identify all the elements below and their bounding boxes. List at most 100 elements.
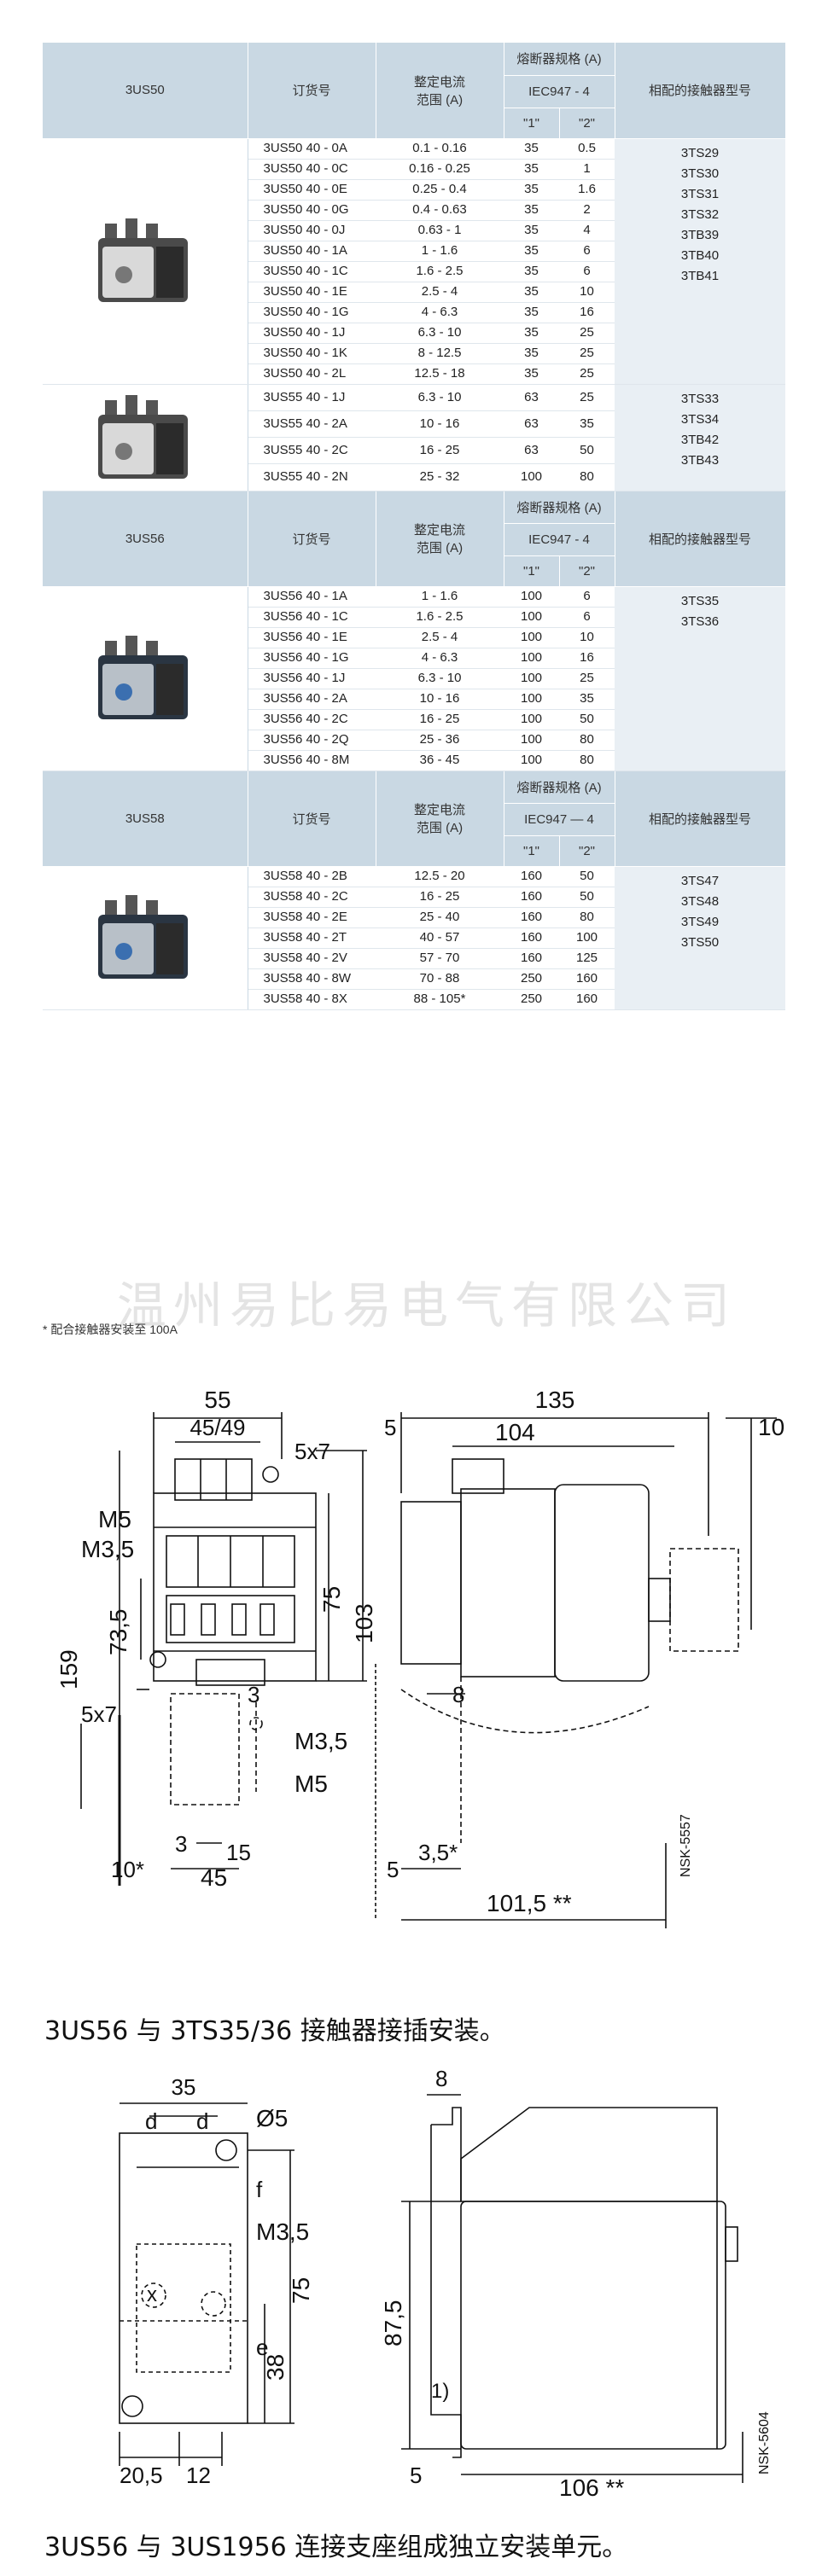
contactor-model: 3TS31 bbox=[680, 186, 720, 201]
current-range-cell: 10 - 16 bbox=[376, 410, 504, 439]
current-range-cell: 25 - 36 bbox=[376, 730, 504, 751]
order-no-cell: 3US55 40 - 2A bbox=[248, 410, 376, 439]
series-name: 3US50 bbox=[43, 43, 248, 139]
fuse-2-cell: 6 bbox=[559, 240, 615, 262]
order-no-cell: 3US58 40 - 2V bbox=[248, 948, 376, 969]
dim-75: 75 bbox=[288, 2277, 314, 2304]
current-range-cell: 88 - 105* bbox=[376, 989, 504, 1010]
dim-dia-5: Ø5 bbox=[256, 2105, 288, 2131]
order-no-cell: 3US56 40 - 1E bbox=[248, 627, 376, 648]
order-no-cell: 3US50 40 - 0G bbox=[248, 200, 376, 221]
current-range-cell: 16 - 25 bbox=[376, 887, 504, 908]
order-no-cell: 3US50 40 - 2L bbox=[248, 363, 376, 385]
current-range-cell: 0.16 - 0.25 bbox=[376, 159, 504, 180]
fuse-2-cell: 10 bbox=[559, 282, 615, 303]
order-no-cell: 3US56 40 - 2C bbox=[248, 709, 376, 730]
dim-d-left: d bbox=[145, 2108, 157, 2134]
contactor-model: 3TS30 bbox=[680, 166, 720, 181]
current-range-cell: 2.5 - 4 bbox=[376, 627, 504, 648]
contactor-model: 3TS49 bbox=[680, 914, 720, 929]
order-no-cell: 3US50 40 - 1G bbox=[248, 302, 376, 323]
contactor-model: 3TB41 bbox=[680, 268, 720, 283]
order-no-header: 订货号 bbox=[248, 770, 376, 867]
contactor-model: 3TS32 bbox=[680, 206, 720, 222]
fuse-1-cell: 35 bbox=[504, 159, 559, 180]
contactor-model: 3TB39 bbox=[680, 227, 720, 242]
order-no-header: 订货号 bbox=[248, 491, 376, 587]
label-m3-5: M3,5 bbox=[81, 1536, 134, 1562]
contactor-model: 3TS35 bbox=[680, 593, 720, 608]
fuse-1-cell: 35 bbox=[504, 179, 559, 201]
dim-35: 35 bbox=[172, 2074, 196, 2100]
contactor-model: 3TB43 bbox=[680, 452, 720, 468]
caption-1: 3US56 与 3TS35/36 接触器接插安装。 bbox=[44, 2016, 505, 2046]
fuse-col-1-header: "1" bbox=[504, 835, 560, 867]
order-no-cell: 3US56 40 - 1A bbox=[248, 586, 376, 608]
order-no-cell: 3US50 40 - 0E bbox=[248, 179, 376, 201]
current-range-cell: 10 - 16 bbox=[376, 688, 504, 710]
fuse-1-cell: 160 bbox=[504, 927, 559, 949]
fuse-spec-header: 熔断器规格 (A) bbox=[504, 491, 615, 524]
current-range-header: 整定电流 范围 (A) bbox=[376, 491, 504, 587]
fuse-2-cell: 25 bbox=[559, 323, 615, 344]
fuse-2-cell: 80 bbox=[559, 730, 615, 751]
dim-38: 38 bbox=[262, 2354, 289, 2381]
contactor-header: 相配的接触器型号 bbox=[615, 770, 786, 867]
relay-image-cell bbox=[43, 384, 248, 491]
fuse-2-cell: 80 bbox=[559, 463, 615, 491]
current-range-cell: 6.3 - 10 bbox=[376, 384, 504, 411]
order-no-cell: 3US56 40 - 2A bbox=[248, 688, 376, 710]
fuse-2-cell: 25 bbox=[559, 668, 615, 689]
order-no-cell: 3US50 40 - 1K bbox=[248, 343, 376, 364]
note-1: 1) bbox=[431, 2380, 449, 2403]
fuse-1-cell: 250 bbox=[504, 989, 559, 1010]
fuse-1-cell: 100 bbox=[504, 749, 559, 771]
caption-2: 3US56 与 3US1956 连接支座组成独立安装单元。 bbox=[44, 2532, 628, 2562]
fuse-1-cell: 250 bbox=[504, 968, 559, 990]
dim-135: 135 bbox=[535, 1387, 575, 1413]
dim-10: 10 bbox=[758, 1414, 784, 1440]
current-range-cell: 0.63 - 1 bbox=[376, 220, 504, 241]
fuse-2-cell: 1.6 bbox=[559, 179, 615, 201]
fuse-col-1-header: "1" bbox=[504, 555, 560, 587]
fuse-1-cell: 100 bbox=[504, 730, 559, 751]
dim-3-b: 3 bbox=[175, 1831, 187, 1857]
fuse-2-cell: 16 bbox=[559, 302, 615, 323]
dim-159: 159 bbox=[55, 1649, 82, 1689]
fuse-2-cell: 25 bbox=[559, 363, 615, 385]
fuse-2-cell: 50 bbox=[559, 709, 615, 730]
dim-8: 8 bbox=[435, 2066, 447, 2091]
fuse-col-2-header: "2" bbox=[559, 555, 615, 587]
iec-header: IEC947 - 4 bbox=[504, 75, 615, 108]
fuse-2-cell: 16 bbox=[559, 648, 615, 669]
order-no-cell: 3US58 40 - 8W bbox=[248, 968, 376, 990]
fuse-1-cell: 63 bbox=[504, 437, 559, 465]
fuse-1-cell: 35 bbox=[504, 220, 559, 241]
fuse-1-cell: 100 bbox=[504, 607, 559, 628]
series-name: 3US58 bbox=[43, 770, 248, 867]
label-f: f bbox=[256, 2177, 263, 2202]
fuse-1-cell: 100 bbox=[504, 463, 559, 491]
dim-3-a: 3 bbox=[248, 1682, 259, 1707]
dim-8: 8 bbox=[452, 1682, 464, 1707]
fuse-1-cell: 35 bbox=[504, 240, 559, 262]
contactor-model: 3TS34 bbox=[680, 411, 720, 427]
overload-relay-image bbox=[97, 394, 188, 479]
order-no-cell: 3US58 40 - 2C bbox=[248, 887, 376, 908]
order-no-cell: 3US58 40 - 2T bbox=[248, 927, 376, 949]
current-range-cell: 57 - 70 bbox=[376, 948, 504, 969]
dim-5-b: 5 bbox=[387, 1857, 399, 1882]
iec-header: IEC947 - 4 bbox=[504, 523, 615, 556]
label-x: x bbox=[147, 2283, 157, 2306]
current-range-cell: 1 - 1.6 bbox=[376, 240, 504, 262]
current-range-cell: 36 - 45 bbox=[376, 749, 504, 771]
